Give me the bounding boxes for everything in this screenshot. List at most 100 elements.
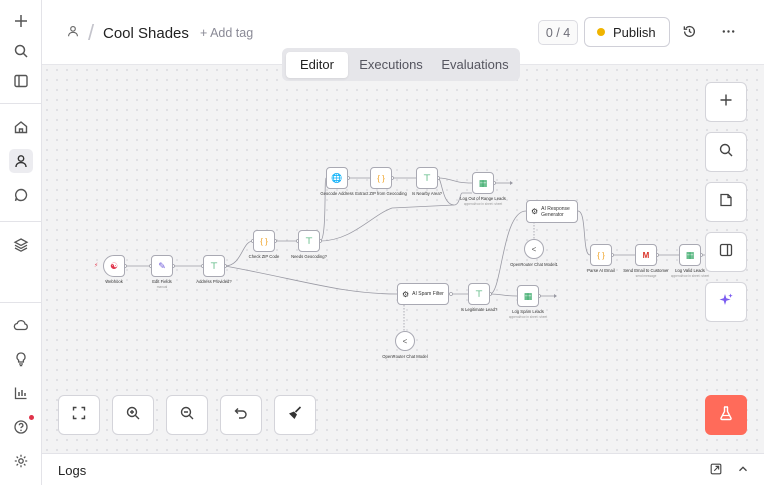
fit-view-icon — [71, 405, 87, 426]
rail-divider — [0, 302, 42, 303]
sheets-icon: ▦ — [685, 249, 695, 260]
panel-icon — [718, 242, 734, 263]
ai-spam-filter-label: AI Spam Filter — [412, 291, 444, 297]
gmail-icon: M — [642, 250, 650, 260]
zoom-in-button[interactable] — [112, 395, 154, 435]
add-tag-button[interactable]: + Add tag — [200, 26, 254, 40]
trigger-bolt-icon: ⚡ — [94, 263, 99, 269]
openrouter-1-label: OpenRouter Chat Model1 — [510, 262, 558, 267]
logs-panel[interactable]: Logs — [42, 453, 764, 485]
plus-icon — [718, 92, 734, 113]
chevron-up-icon[interactable] — [736, 462, 750, 481]
openrouter-node-2[interactable]: < — [395, 331, 415, 351]
sticky-note-button[interactable] — [705, 182, 747, 222]
workflow-canvas[interactable]: ☯ Webhook ⚡ ✎ Edit Fields manual ⊤ Addre… — [42, 64, 764, 453]
tab-editor[interactable]: Editor — [286, 51, 348, 78]
search-nodes-button[interactable] — [705, 132, 747, 172]
webhook-node[interactable]: ☯ — [103, 255, 125, 277]
plus-icon[interactable] — [9, 9, 33, 33]
pencil-icon: ✎ — [158, 260, 166, 271]
webhook-label: Webhook — [105, 279, 123, 284]
code-icon: { } — [597, 250, 605, 260]
home-icon[interactable] — [9, 115, 33, 139]
robot-icon: ⚙ — [402, 289, 410, 299]
status-dot — [597, 28, 605, 36]
log-valid-node[interactable]: ▦ — [679, 244, 701, 266]
sparkle-icon — [718, 292, 734, 313]
sheets-icon: ▦ — [478, 177, 488, 188]
if-icon: ⊤ — [475, 288, 483, 299]
is-legit-node[interactable]: ⊤ — [468, 283, 490, 305]
broom-icon — [287, 405, 303, 426]
log-spam-label: Log Spam Leads — [512, 309, 544, 314]
publish-button[interactable]: Publish — [584, 17, 670, 47]
view-tabs: Editor Executions Evaluations — [282, 48, 520, 81]
user-icon[interactable] — [9, 149, 33, 173]
popout-icon[interactable] — [709, 462, 723, 481]
code-icon: { } — [260, 236, 268, 246]
needs-geocoding-node[interactable]: ⊤ — [298, 230, 320, 252]
workflow-name[interactable]: Cool Shades — [103, 25, 189, 42]
version-counter: 0 / 4 — [538, 20, 578, 45]
more-options-icon[interactable] — [721, 24, 736, 44]
person-icon[interactable] — [66, 24, 80, 43]
left-rail — [0, 0, 42, 485]
search-icon — [718, 142, 734, 163]
gear-icon[interactable] — [9, 449, 33, 473]
if-icon: ⊤ — [210, 260, 218, 271]
ai-response-label: AI Response Generator — [541, 205, 570, 218]
tab-evaluations[interactable]: Evaluations — [441, 57, 509, 72]
check-zip-node[interactable]: { } — [253, 230, 275, 252]
tab-executions[interactable]: Executions — [359, 57, 423, 72]
openrouter-icon: < — [531, 244, 537, 254]
ai-spam-filter-node[interactable]: ⚙ AI Spam Filter — [397, 283, 449, 305]
geocode-node[interactable]: 🌐 — [326, 167, 348, 189]
check-zip-label: Check ZIP Code — [248, 254, 280, 259]
cloud-icon[interactable] — [9, 313, 33, 337]
add-node-button[interactable] — [705, 82, 747, 122]
layers-icon[interactable] — [9, 233, 33, 257]
code-icon: { } — [377, 173, 385, 183]
is-nearby-node[interactable]: ⊤ — [416, 167, 438, 189]
lightbulb-icon[interactable] — [9, 347, 33, 371]
address-provided-node[interactable]: ⊤ — [203, 255, 225, 277]
sheets-icon: ▦ — [523, 290, 533, 301]
history-icon[interactable] — [682, 24, 697, 44]
search-icon[interactable] — [9, 39, 33, 63]
ai-assistant-button[interactable] — [705, 282, 747, 322]
log-out-of-range-node[interactable]: ▦ — [472, 172, 494, 194]
parse-email-node[interactable]: { } — [590, 244, 612, 266]
extract-zip-node[interactable]: { } — [370, 167, 392, 189]
clear-execution-button[interactable] — [274, 395, 316, 435]
ai-response-node[interactable]: ⚙ AI Response Generator — [526, 200, 578, 223]
chat-icon[interactable] — [9, 183, 33, 207]
sidebar-icon[interactable] — [9, 69, 33, 93]
undo-button[interactable] — [220, 395, 262, 435]
send-email-sub: send message — [635, 274, 657, 278]
openrouter-node-1[interactable]: < — [524, 239, 544, 259]
undo-icon — [233, 405, 249, 426]
edit-fields-node[interactable]: ✎ — [151, 255, 173, 277]
zoom-in-icon — [125, 405, 141, 426]
fit-view-button[interactable] — [58, 395, 100, 435]
if-icon: ⊤ — [423, 172, 431, 183]
log-valid-sub: append/row in sheet: sheet — [670, 274, 710, 278]
log-spam-node[interactable]: ▦ — [517, 285, 539, 307]
log-out-of-range-sub: append/row in sheet: sheet — [463, 202, 503, 206]
zoom-out-button[interactable] — [166, 395, 208, 435]
logs-label: Logs — [58, 463, 87, 478]
test-workflow-button[interactable] — [705, 395, 747, 435]
log-out-of-range-label: Log Out of Range Leads — [460, 196, 506, 201]
sticky-note-icon — [718, 192, 734, 213]
rail-divider — [0, 103, 42, 104]
log-valid-label: Log Valid Leads — [675, 268, 705, 273]
toggle-panel-button[interactable] — [705, 232, 747, 272]
notification-dot — [29, 415, 34, 420]
help-icon[interactable] — [9, 415, 34, 439]
globe-icon: 🌐 — [331, 172, 343, 183]
rail-divider — [0, 221, 42, 222]
is-nearby-label: Is Nearby Area? — [411, 191, 443, 196]
address-provided-label: Address Provided? — [196, 279, 232, 284]
send-email-node[interactable]: M — [635, 244, 657, 266]
chart-icon[interactable] — [9, 381, 33, 405]
